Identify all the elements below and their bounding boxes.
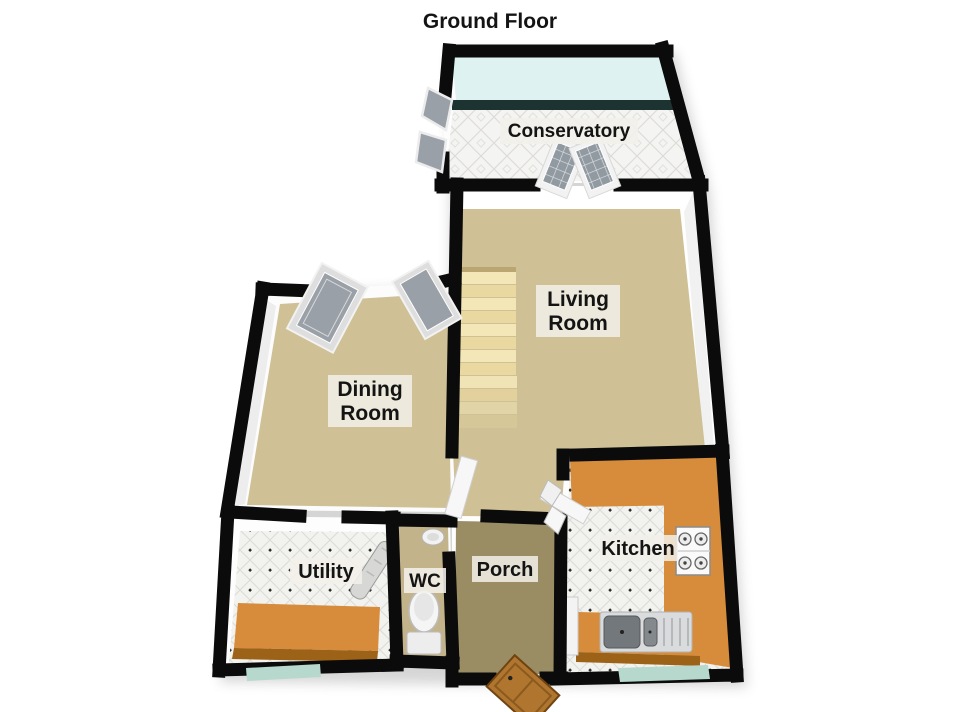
- toilet-icon: [406, 589, 442, 655]
- front-door: [485, 653, 561, 712]
- utility-counter: [232, 603, 380, 662]
- staircase: [454, 267, 517, 428]
- room-labels: Conservatory Living Room Dining Room Uti…: [290, 118, 678, 593]
- kitchen-label: Kitchen: [601, 538, 674, 560]
- kitchen-counter-bottom-front: [576, 652, 700, 666]
- conservatory-exterior-doors: [414, 86, 454, 174]
- dining-left-wall-face: [235, 295, 276, 506]
- wc-basin-icon: [421, 528, 445, 546]
- hall-door-wc: [444, 455, 479, 520]
- dining-patio-door-right: [390, 259, 463, 341]
- conservatory-glass-top: [452, 57, 674, 100]
- conservatory-label-bg: [500, 118, 638, 144]
- living-room-label-bg: [536, 285, 620, 337]
- utility-window: [246, 664, 321, 681]
- utility-label-bg: [290, 558, 362, 584]
- porch-floor: [455, 521, 558, 675]
- conservatory-glass-sill: [452, 100, 678, 110]
- kitchen-sink-icon: [599, 611, 693, 653]
- utility-label: Utility: [298, 561, 354, 583]
- dining-room-label-line1: Dining: [337, 378, 402, 401]
- wc-label-bg: [404, 568, 446, 593]
- page-title: Ground Floor: [423, 10, 557, 33]
- porch-label-bg: [472, 556, 538, 582]
- wc-label: WC: [409, 571, 441, 592]
- conservatory-label: Conservatory: [508, 121, 631, 142]
- kitchen-label-bg: [600, 535, 678, 561]
- dining-patio-door-left: [285, 261, 370, 355]
- dining-room-label-bg: [328, 375, 412, 427]
- porch-label: Porch: [477, 559, 534, 581]
- kitchen-counter-top: [570, 458, 702, 507]
- kitchen-window: [618, 665, 710, 682]
- living-room-label-line2: Room: [548, 312, 608, 335]
- living-right-wall-face: [684, 190, 714, 448]
- living-room-label-line1: Living: [547, 288, 609, 311]
- kitchen-bifold-door: [539, 479, 567, 535]
- hob-icon: [675, 526, 711, 576]
- dining-room-label-line2: Room: [340, 402, 400, 425]
